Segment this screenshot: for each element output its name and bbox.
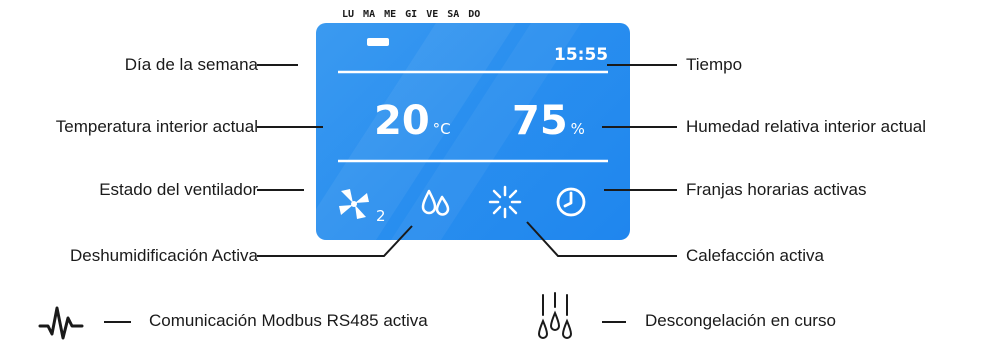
leader-dehumidification	[257, 225, 413, 257]
fan-icon	[339, 189, 369, 219]
day-label: ME	[384, 9, 397, 20]
humidity-unit: %	[570, 120, 585, 138]
clock-icon	[556, 187, 586, 217]
water-drops-icon	[421, 189, 450, 216]
day-label: DO	[468, 9, 481, 20]
days-of-week-row: LU MA ME GI VE SA DO	[342, 9, 489, 20]
humidity-readout: 75%	[512, 101, 585, 141]
label-day-of-week: Día de la semana	[124, 55, 258, 74]
leader-heating	[526, 221, 677, 257]
label-fan-status: Estado del ventilador	[99, 180, 258, 199]
label-humidity: Humedad relativa interior actual	[686, 117, 927, 136]
defrost-icon	[537, 292, 573, 339]
label-indoor-temperature: Temperatura interior actual	[55, 117, 258, 136]
day-label: LU	[342, 9, 355, 20]
day-label: SA	[447, 9, 460, 20]
day-label: MA	[363, 9, 376, 20]
label-heating: Calefacción activa	[686, 246, 824, 265]
label-dehumidification: Deshumidificación Activa	[69, 246, 258, 265]
temperature-unit: °C	[432, 120, 451, 138]
legend-modbus: Comunicación Modbus RS485 activa	[149, 311, 428, 330]
legend-defrost: Descongelación en curso	[645, 311, 836, 330]
thermostat-display: 15:55 20°C 75% 2	[316, 23, 630, 240]
humidity-value: 75	[512, 98, 568, 144]
sun-icon	[488, 185, 522, 219]
label-time-slots: Franjas horarias activas	[686, 180, 867, 199]
day-label: GI	[405, 9, 418, 20]
screen-glare	[316, 23, 608, 240]
day-indicator	[367, 38, 389, 46]
fan-speed-value: 2	[376, 207, 386, 225]
temperature-value: 20	[374, 98, 430, 144]
time-readout: 15:55	[554, 45, 609, 65]
day-label: VE	[426, 9, 439, 20]
temperature-readout: 20°C	[374, 101, 451, 141]
label-time: Tiempo	[686, 55, 743, 74]
pulse-icon	[38, 306, 84, 340]
